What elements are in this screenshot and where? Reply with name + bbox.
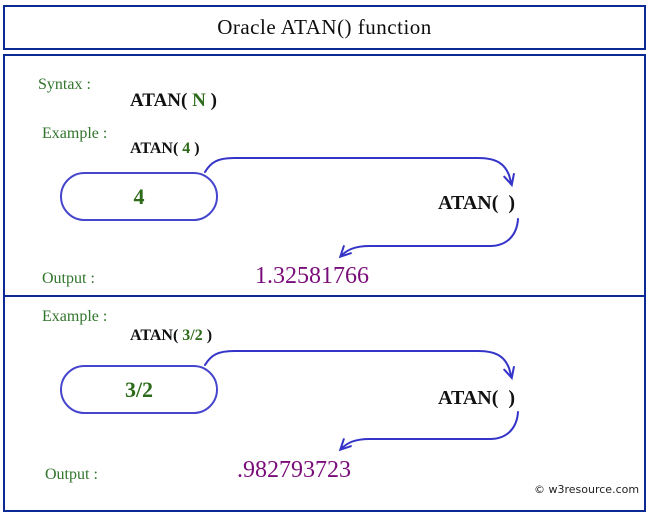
example-2-call-arg: 3/2	[182, 327, 203, 344]
example-1-input-value: 4	[133, 183, 145, 209]
title-box: Oracle ATAN() function	[3, 5, 646, 50]
example-2-call-prefix: ATAN(	[130, 327, 183, 344]
example-2-label: Example :	[42, 308, 108, 325]
example-2-input-pill: 3/2	[60, 365, 218, 414]
example-2-output-value: .982793723	[237, 457, 351, 483]
example-1-call-arg: 4	[182, 140, 191, 157]
syntax-code-arg: N	[192, 90, 206, 111]
example-1-call-prefix: ATAN(	[130, 140, 183, 157]
example-1-label: Example :	[42, 125, 108, 142]
content-box	[3, 54, 646, 512]
syntax-label: Syntax :	[38, 76, 91, 93]
example-1-output-value: 1.32581766	[255, 263, 369, 289]
page-title: Oracle ATAN() function	[217, 15, 432, 39]
example-2-output-label: Output :	[45, 466, 98, 483]
syntax-code-prefix: ATAN(	[130, 90, 193, 111]
example-1-output-label: Output :	[42, 270, 95, 287]
syntax-code-suffix: )	[205, 90, 217, 111]
example-1-call: ATAN( 4 )	[130, 140, 200, 158]
example-1-input-pill: 4	[60, 172, 218, 221]
example-2-input-value: 3/2	[124, 376, 154, 402]
syntax-code: ATAN( N )	[130, 90, 217, 112]
section-divider	[4, 295, 645, 297]
copyright-notice: © w3resource.com	[534, 483, 640, 496]
example-1-function-call: ATAN( )	[438, 192, 516, 214]
example-2-call-suffix: )	[202, 327, 213, 344]
example-1-call-suffix: )	[190, 140, 200, 157]
example-2-call: ATAN( 3/2 )	[130, 327, 212, 345]
example-2-function-call: ATAN( )	[438, 387, 516, 409]
